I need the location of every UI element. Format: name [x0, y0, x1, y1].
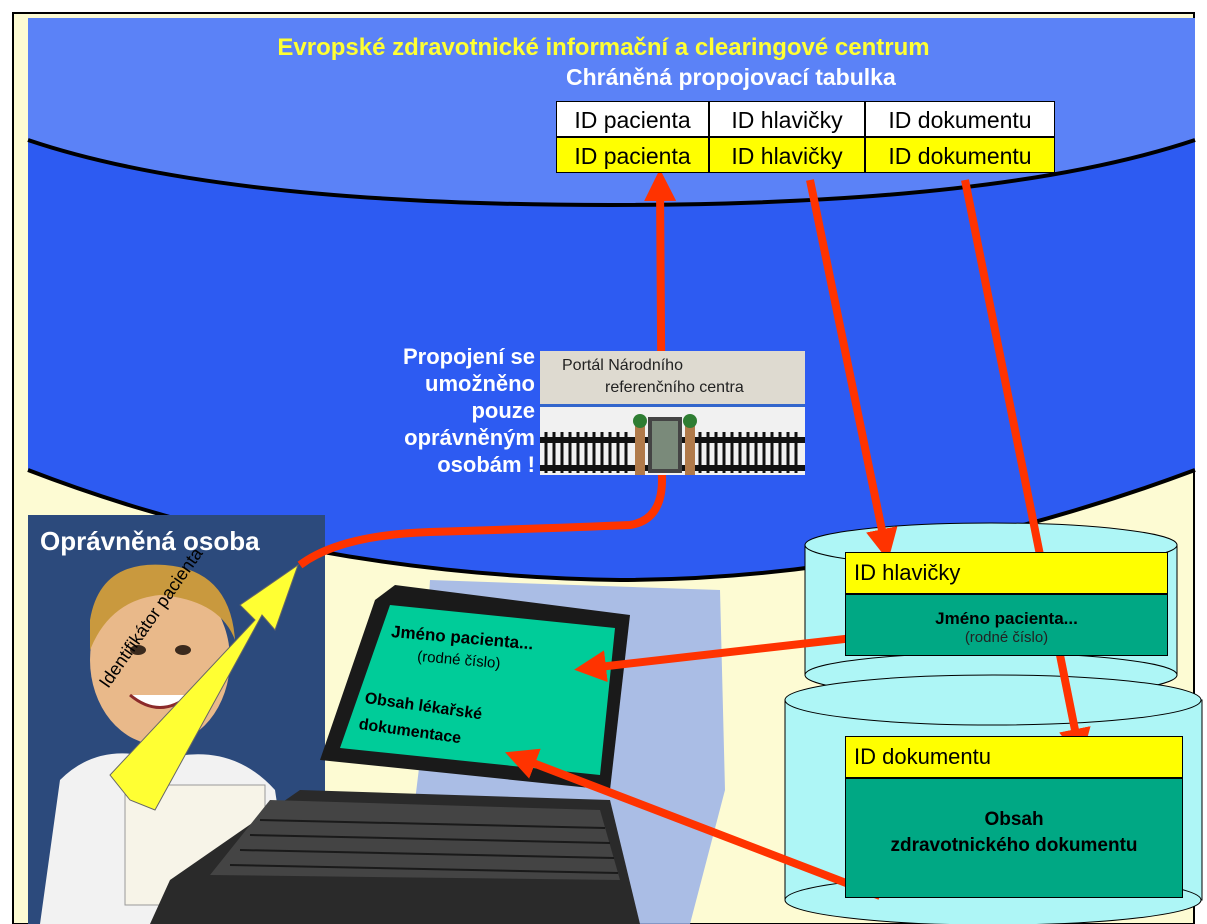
laptop: [150, 580, 725, 924]
table-header-document-id: ID dokumentu: [865, 101, 1055, 137]
portal-gate-image: [540, 407, 805, 475]
table-cell-header-id: ID hlavičky: [709, 137, 865, 173]
db-header-id: ID hlavičky: [845, 552, 1168, 594]
table-cell-patient-id: ID pacienta: [556, 137, 709, 173]
auth-line: oprávněným: [404, 425, 535, 450]
authorized-person-title: Oprávněná osoba: [40, 526, 260, 556]
auth-line: osobám !: [437, 452, 535, 477]
table-cell-document-id: ID dokumentu: [865, 137, 1055, 173]
national-portal-banner: Portál Národního referenčního centra: [540, 351, 805, 407]
authorization-note: Propojení se umožněno pouze oprávněným o…: [340, 343, 535, 478]
auth-line: pouze: [471, 398, 535, 423]
auth-line: umožněno: [425, 371, 535, 396]
db-document-line-1: Obsah: [984, 809, 1044, 830]
portal-line-1: Portál Národního: [562, 357, 683, 374]
diagram-title: Evropské zdravotnické informační a clear…: [277, 34, 930, 61]
table-title: Chráněná propojovací tabulka: [566, 64, 896, 90]
db-header-patient: Jméno pacienta... (rodné číslo): [845, 594, 1168, 656]
portal-line-2: referenčního centra: [605, 379, 744, 396]
cylinder-rim: [27, 138, 1196, 208]
auth-line: Propojení se: [402, 344, 535, 369]
table-header-header-id: ID hlavičky: [709, 101, 865, 137]
db-document-content: Obsah zdravotnického dokumentu: [845, 778, 1183, 898]
db-header-name: Jméno pacienta...: [935, 609, 1078, 628]
table-header-patient-id: ID pacienta: [556, 101, 709, 137]
identifier-arrow: [109, 563, 299, 811]
db-document-id: ID dokumentu: [845, 736, 1183, 778]
db-header-birth-number: (rodné číslo): [964, 629, 1049, 646]
db-document-line-2: zdravotnického dokumentu: [890, 835, 1138, 856]
